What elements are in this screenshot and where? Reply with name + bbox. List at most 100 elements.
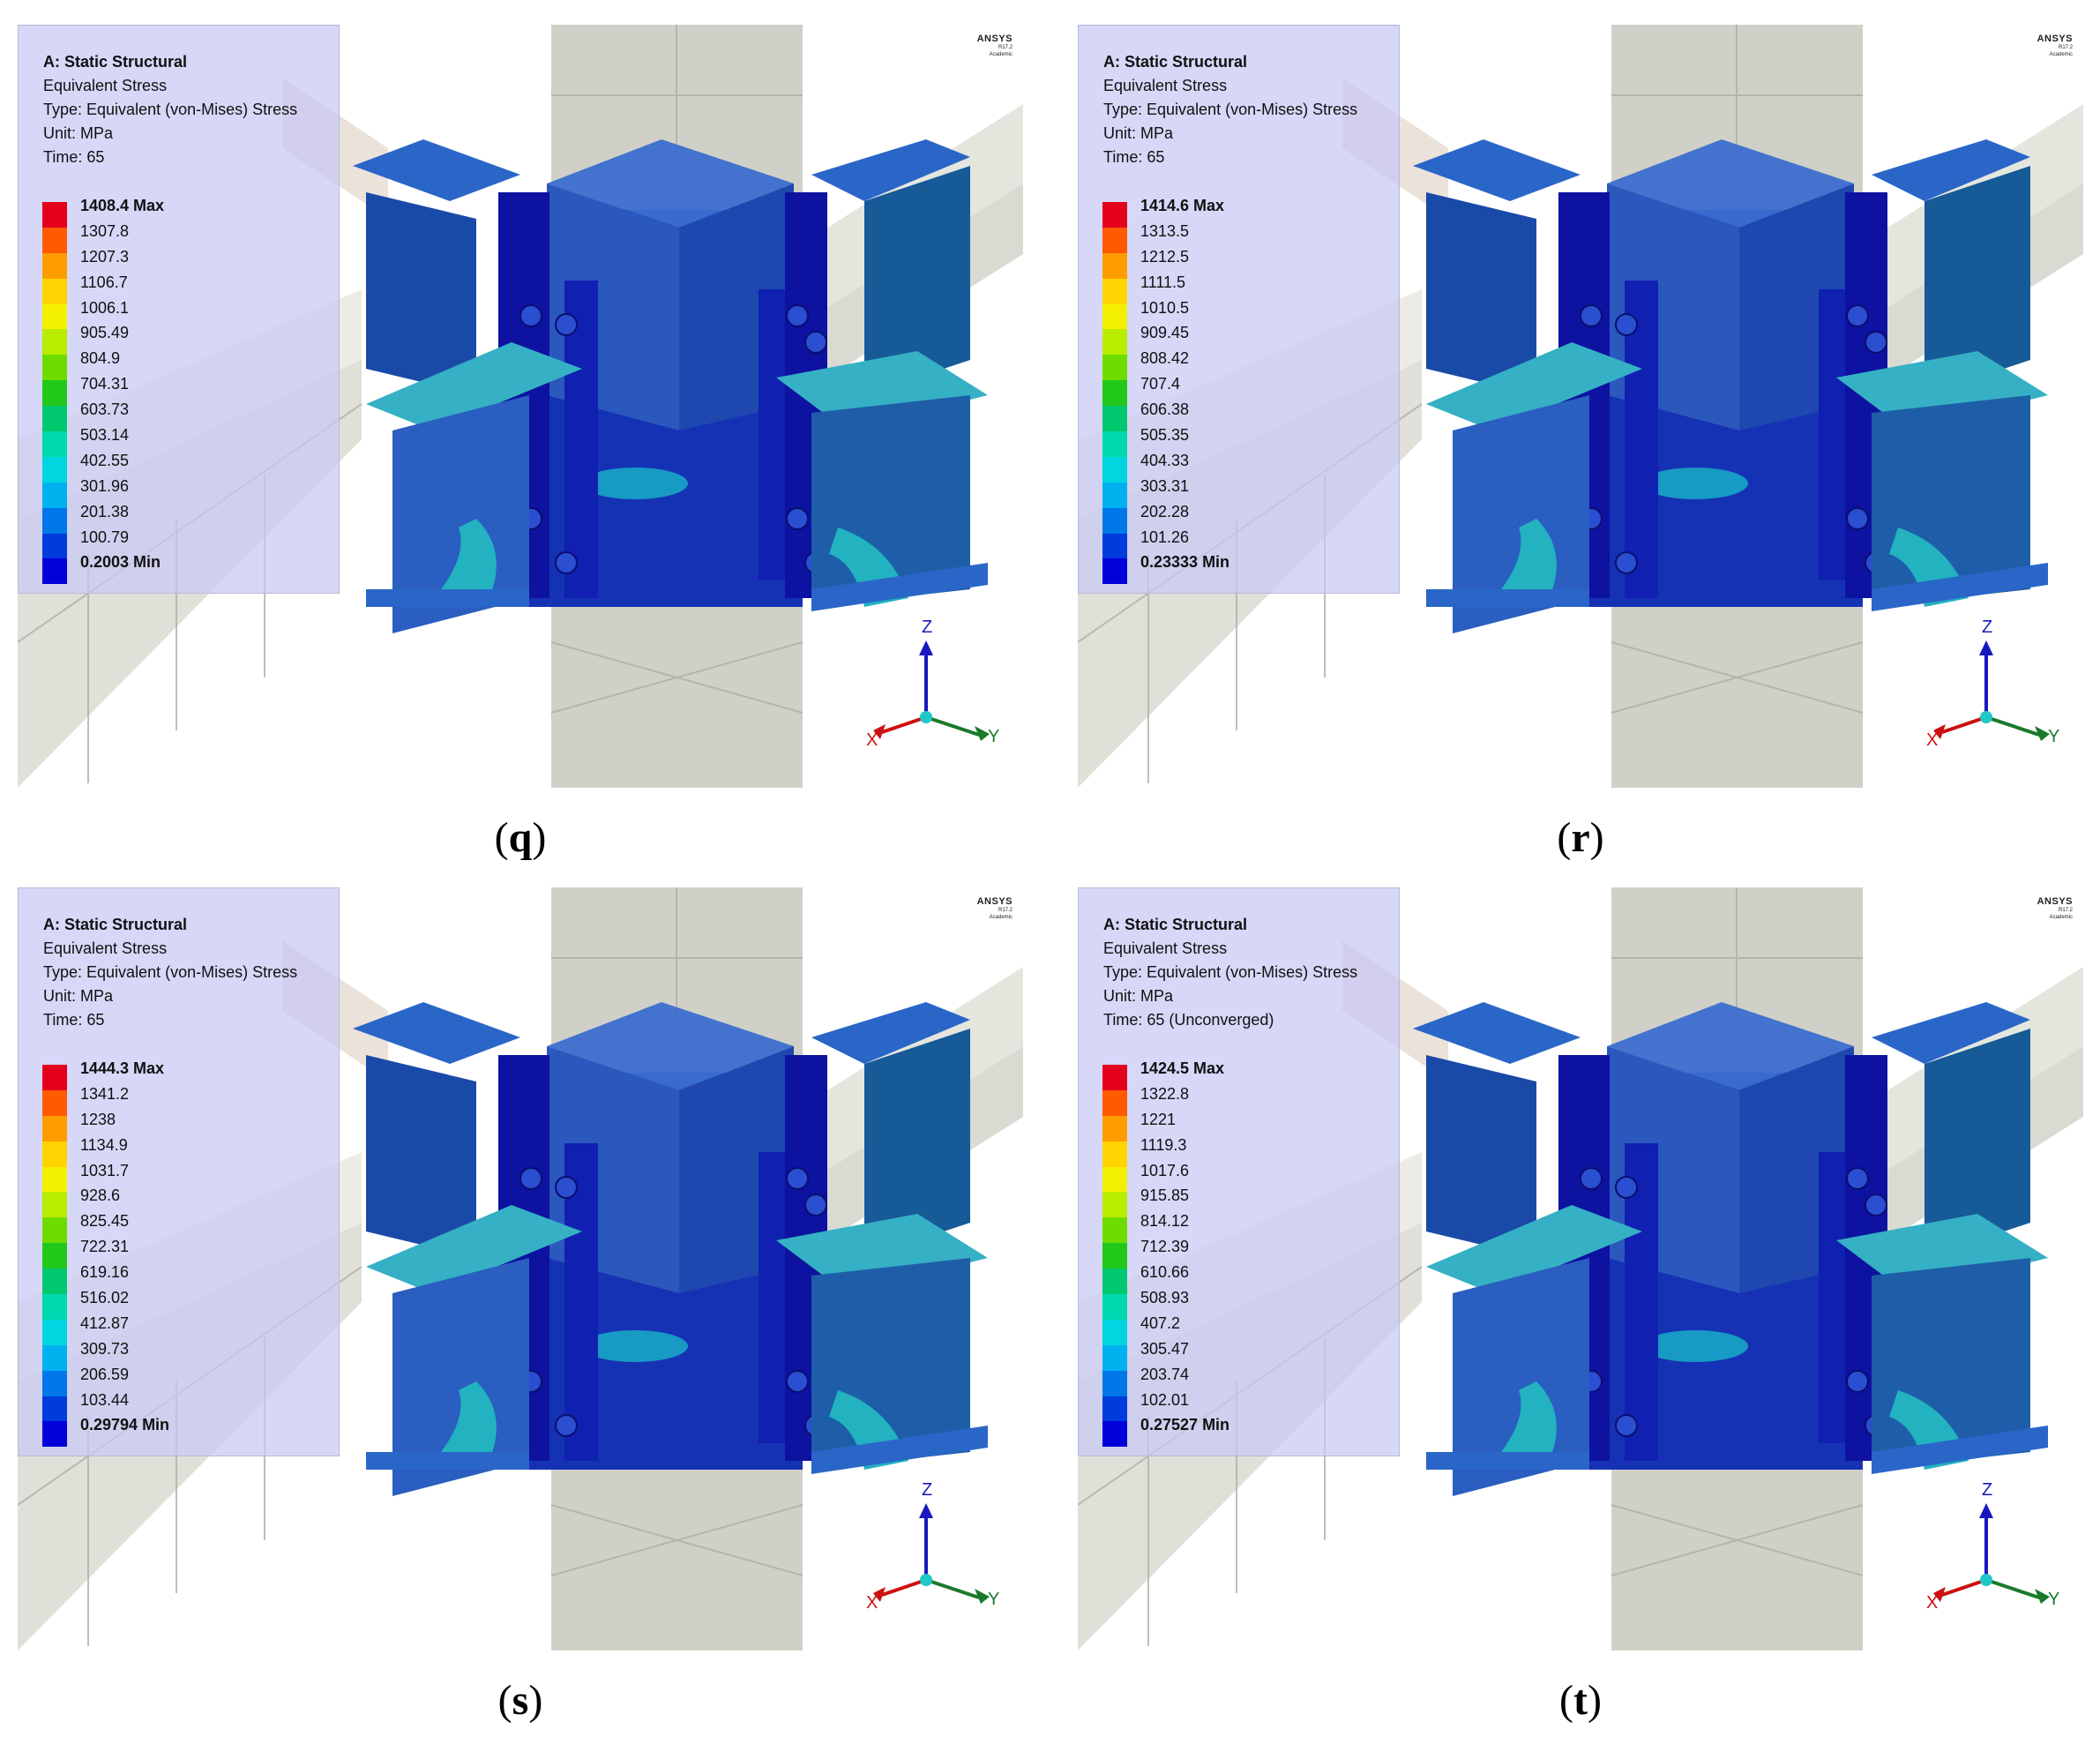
colorbar-swatch: [1102, 227, 1127, 253]
axis-x-label: X: [1926, 730, 1939, 750]
legend-colorbar: [1102, 202, 1127, 585]
result-legend[interactable]: A: Static Structural Equivalent Stress T…: [1078, 887, 1400, 1456]
web-buckle-left: [1501, 519, 1557, 607]
colorbar-swatch: [42, 1421, 67, 1448]
brand-version: R17.2: [2058, 45, 2073, 50]
legend-level-label: 814.12: [1140, 1212, 1190, 1231]
colorbar-swatch: [1102, 329, 1127, 356]
colorbar-swatch: [42, 1166, 67, 1193]
colorbar-swatch: [1102, 1115, 1127, 1141]
axis-z-label: Z: [1982, 1480, 1993, 1500]
legend-level-label: 103.44: [80, 1390, 130, 1409]
legend-level-label: 619.16: [80, 1263, 130, 1282]
colorbar-swatch: [42, 507, 67, 534]
steel-beam-front-left-flange: [1426, 1205, 1642, 1293]
legend-level-label: 905.49: [80, 324, 130, 342]
legend-level-label: 1111.5: [1140, 273, 1186, 291]
colorbar-swatch: [1102, 1065, 1127, 1090]
ansys-logo: ANSYS R17.2 Academic: [2037, 896, 2073, 921]
web-buckle-left: [1501, 1381, 1557, 1470]
steel-beam-back-left-web: [1426, 1055, 1536, 1258]
legend-level-label: 516.02: [80, 1289, 130, 1307]
colorbar-swatch: [1102, 1294, 1127, 1320]
legend-header: A: Static Structural Equivalent Stress T…: [43, 50, 297, 169]
result-legend[interactable]: A: Static Structural Equivalent Stress T…: [18, 887, 340, 1456]
axis-y-label: Y: [988, 727, 1000, 746]
legend-level-label: 1207.3: [80, 247, 130, 266]
brand-name: ANSYS: [976, 896, 1013, 907]
legend-analysis-title: A: Static Structural: [43, 916, 188, 933]
axis-x-label: X: [1926, 1593, 1939, 1613]
legend-header: A: Static Structural Equivalent Stress T…: [43, 913, 297, 1032]
model-viewport[interactable]: ANSYS R17.2 Academic Z Y X A: Static Str…: [1078, 25, 2083, 788]
colorbar-swatch: [1102, 1089, 1127, 1116]
axis-z-label: Z: [922, 1480, 933, 1500]
bolt-heads: [1580, 304, 1887, 574]
steel-beam-back-right-web: [864, 1029, 970, 1258]
ansys-logo: ANSYS R17.2 Academic: [977, 896, 1013, 921]
legend-analysis-title: A: Static Structural: [43, 53, 188, 71]
legend-result-type: Type: Equivalent (von-Mises) Stress: [43, 963, 298, 981]
legend-max-label: 1408.4 Max: [80, 197, 165, 214]
steel-tube-top: [1607, 1002, 1854, 1090]
legend-result-name: Equivalent Stress: [1103, 77, 1228, 94]
legend-level-label: 1031.7: [80, 1161, 130, 1179]
legend-level-label: 508.93: [1140, 1289, 1190, 1307]
colorbar-swatch: [1102, 1319, 1127, 1345]
colorbar-swatch: [1102, 558, 1127, 585]
steel-beam-back-right-flange: [811, 139, 970, 201]
result-legend[interactable]: A: Static Structural Equivalent Stress T…: [1078, 25, 1400, 594]
colorbar-swatch: [42, 278, 67, 304]
axis-x-label: X: [866, 1593, 878, 1613]
colorbar-swatch: [42, 1192, 67, 1218]
steel-beam-back-left-web: [1426, 192, 1536, 395]
colorbar-swatch: [42, 202, 67, 228]
legend-max-label: 1414.6 Max: [1140, 197, 1225, 214]
legend-level-label: 201.38: [80, 502, 130, 520]
column-mesh-lines: [550, 25, 803, 714]
legend-min-label: 0.29794 Min: [80, 1416, 170, 1434]
legend-level-label: 1010.5: [1140, 298, 1190, 317]
colorbar-swatch: [1102, 1141, 1127, 1167]
legend-level-label: 402.55: [80, 451, 130, 469]
colorbar-swatch: [42, 1243, 67, 1269]
legend-level-label: 412.87: [80, 1314, 130, 1332]
legend-level-label: 808.42: [1140, 349, 1190, 368]
colorbar-swatch: [1102, 1396, 1127, 1422]
model-viewport[interactable]: ANSYS R17.2 Academic Z Y X A: Static Str…: [18, 887, 1023, 1650]
legend-min-label: 0.23333 Min: [1140, 553, 1230, 572]
colorbar-swatch: [1102, 1370, 1127, 1396]
legend-level-label: 825.45: [80, 1212, 130, 1231]
colorbar-swatch: [1102, 252, 1127, 279]
legend-time: Time: 65: [43, 1011, 105, 1029]
steel-tube-top: [1607, 139, 1854, 228]
colorbar-swatch: [1102, 1269, 1127, 1295]
steel-beam-back-right-web: [1924, 166, 2030, 395]
diaphragm-hot-spot: [1642, 468, 1748, 499]
web-buckle-left: [441, 519, 497, 607]
legend-result-name: Equivalent Stress: [43, 77, 168, 94]
axis-y-label: Y: [2048, 1590, 2060, 1609]
model-viewport[interactable]: ANSYS R17.2 Academic Z Y X A: Static Str…: [1078, 887, 2083, 1650]
colorbar-swatch: [1102, 1166, 1127, 1193]
colorbar-swatch: [42, 1344, 67, 1371]
result-legend[interactable]: A: Static Structural Equivalent Stress T…: [18, 25, 340, 594]
steel-beam-back-left-flange: [1413, 1002, 1581, 1064]
colorbar-swatch: [42, 533, 67, 559]
legend-level-label: 101.26: [1140, 528, 1190, 546]
legend-colorbar: [1102, 1065, 1127, 1448]
legend-level-label: 301.96: [80, 476, 130, 495]
diaphragm-hot-spot: [1642, 1330, 1748, 1362]
steel-beam-back-left-web: [366, 192, 476, 395]
colorbar-swatch: [42, 1141, 67, 1167]
legend-header: A: Static Structural Equivalent Stress T…: [1103, 50, 1357, 169]
legend-result-type: Type: Equivalent (von-Mises) Stress: [1103, 101, 1358, 118]
colorbar-swatch: [42, 1319, 67, 1345]
brand-version: R17.2: [998, 908, 1013, 913]
colorbar-swatch: [42, 1269, 67, 1295]
diaphragm-hot-spot: [582, 1330, 688, 1362]
brand-version: R17.2: [2058, 908, 2073, 913]
model-viewport[interactable]: ANSYS R17.2 Academic Z Y X A: Static Str…: [18, 25, 1023, 788]
colorbar-swatch: [42, 1115, 67, 1141]
